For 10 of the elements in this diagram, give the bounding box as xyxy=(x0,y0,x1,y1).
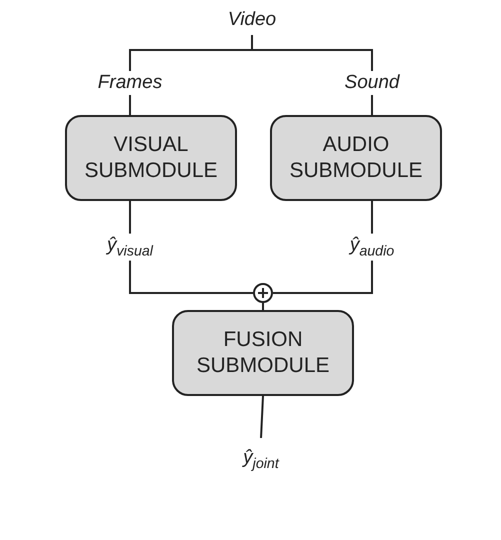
connector-line xyxy=(129,201,253,294)
edge-label: ŷ$_{visual}$ xyxy=(104,234,156,260)
connector-line xyxy=(251,35,373,115)
connector-line xyxy=(262,303,264,310)
input-label: Video xyxy=(228,9,276,31)
process-box: FUSION SUBMODULE xyxy=(172,310,354,396)
process-box: AUDIO SUBMODULE xyxy=(270,115,442,201)
connector-line xyxy=(260,396,264,438)
output-label: ŷ$_{joint}$ xyxy=(243,446,279,472)
process-box: VISUAL SUBMODULE xyxy=(65,115,237,201)
